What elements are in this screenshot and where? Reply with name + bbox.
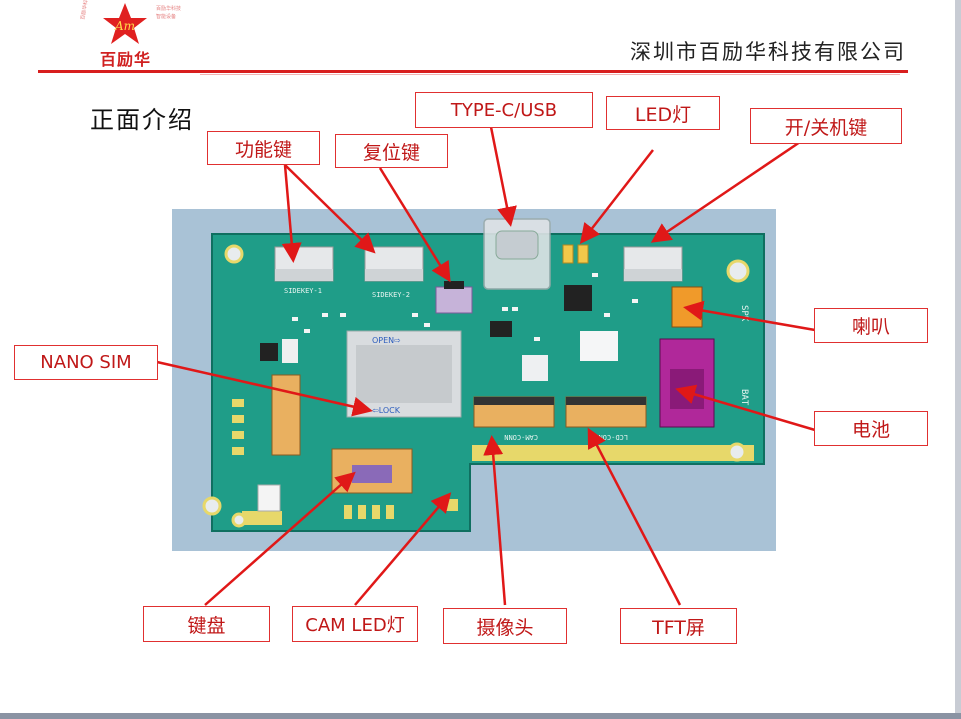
silk-spk: SPK <box>739 305 749 322</box>
logo-text: 百励华 <box>100 50 152 69</box>
pcb-board-image: SIDEKEY-1 SIDEKEY-2 OPEN⇨ ⇦LOCK CAM-CON <box>172 209 776 551</box>
label-typec-usb: TYPE-C/USB <box>415 92 593 128</box>
company-logo: Am 百励华科技 百励华科技 智能设备 百励华 <box>78 0 182 74</box>
slide-frame-bottom <box>0 713 961 719</box>
header-rule <box>38 70 908 73</box>
svg-text:智能设备: 智能设备 <box>156 13 176 20</box>
label-keyboard: 键盘 <box>143 606 270 642</box>
label-camera: 摄像头 <box>443 608 567 644</box>
page-title: 正面介绍 <box>90 106 194 134</box>
svg-text:百励华科技: 百励华科技 <box>156 5 181 12</box>
label-led: LED灯 <box>606 96 720 130</box>
label-tft: TFT屏 <box>620 608 737 644</box>
label-reset-key: 复位键 <box>335 134 448 168</box>
svg-text:百励华科技: 百励华科技 <box>79 0 90 20</box>
label-power-key: 开/关机键 <box>750 108 902 144</box>
company-name: 深圳市百励华科技有限公司 <box>630 40 906 64</box>
silk-sw1: SIDEKEY-1 <box>284 287 322 295</box>
label-battery: 电池 <box>814 411 928 446</box>
silk-sim-open: OPEN⇨ <box>372 336 401 345</box>
silk-bat: BAT <box>739 389 749 406</box>
silk-lcd-conn: LCD-CONN <box>594 433 628 441</box>
label-speaker: 喇叭 <box>814 308 928 343</box>
silk-sim-lock: ⇦LOCK <box>372 406 401 415</box>
label-cam-led: CAM LED灯 <box>292 606 418 642</box>
silk-sw2: SIDEKEY-2 <box>372 291 410 299</box>
header-rule-shadow <box>200 74 900 75</box>
label-nano-sim: NANO SIM <box>14 345 158 380</box>
label-function-key: 功能键 <box>207 131 320 165</box>
svg-text:Am: Am <box>114 19 135 33</box>
slide-frame-right <box>955 0 961 719</box>
silk-cam-conn: CAM-CONN <box>504 433 538 441</box>
